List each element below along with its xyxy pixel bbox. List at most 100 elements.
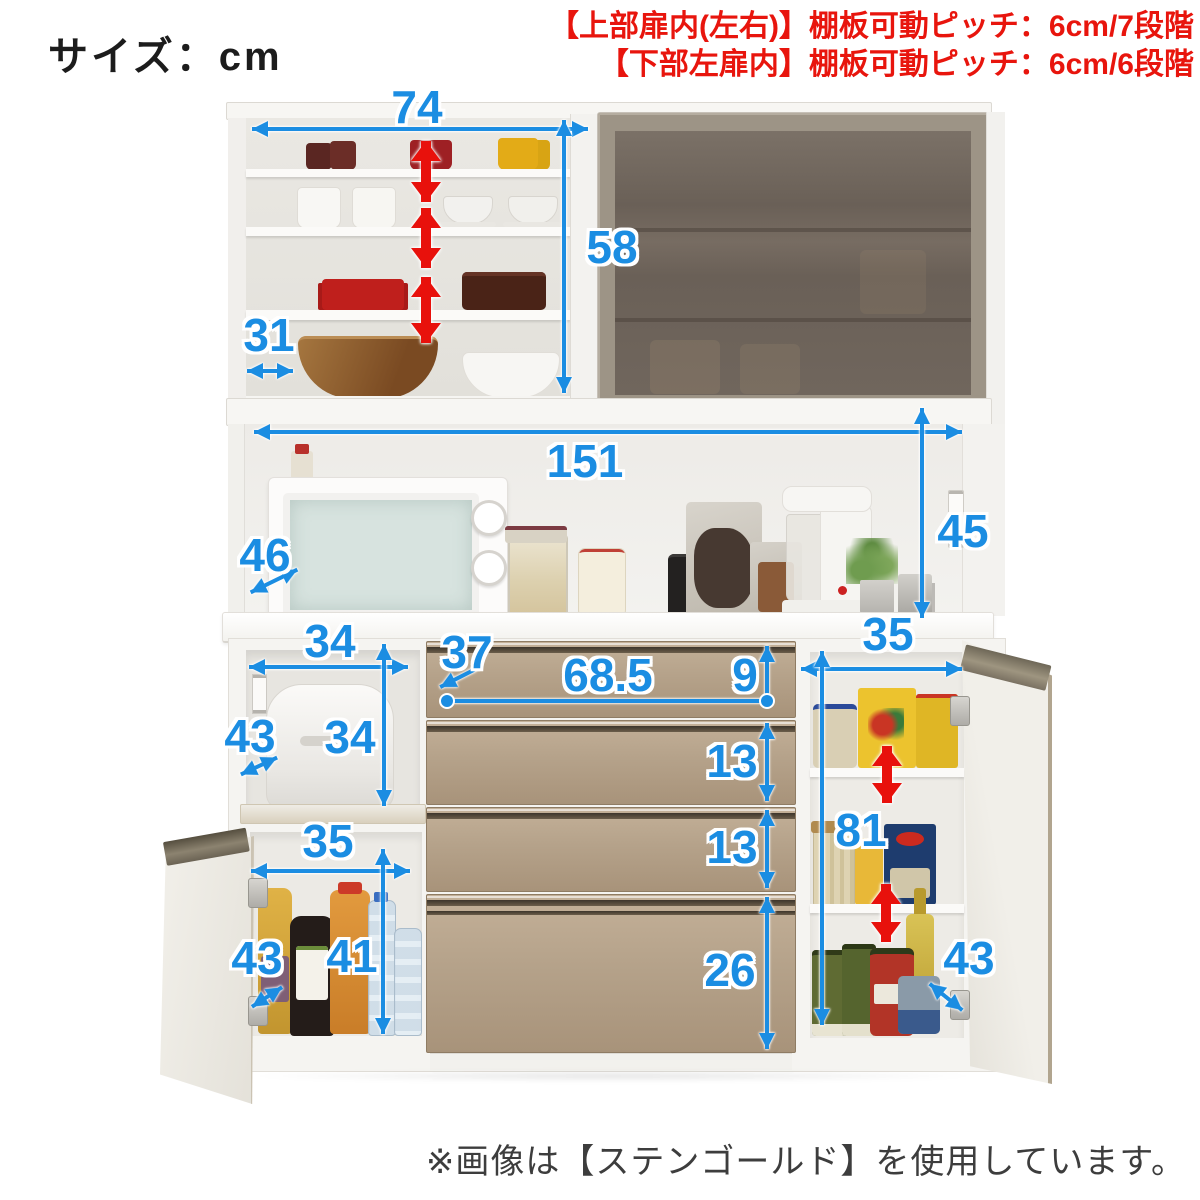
dim-label-31: 31	[243, 309, 295, 361]
orange-bottle	[330, 890, 370, 1034]
dim-label-34-height: 34	[324, 711, 376, 763]
microwave-window	[283, 493, 479, 617]
dim-arrow-45	[914, 408, 930, 618]
saucer	[438, 222, 496, 227]
shelf-pitch-arrow	[872, 746, 902, 803]
dim-arrow-74	[252, 121, 588, 137]
dim-label-68-5: 68.5	[563, 649, 653, 701]
color-variant-note: ※画像は【ステンゴールド】を使用しています。	[425, 1143, 1186, 1181]
dim-label-35-right: 35	[862, 608, 914, 660]
small-bottle-cap	[295, 444, 309, 454]
dim-arrow-34-height	[376, 644, 392, 806]
drawer-2	[426, 720, 796, 805]
dim-label-43-left-door: 43	[231, 932, 283, 984]
upper-shelf-1	[246, 169, 570, 177]
brown-cup	[306, 143, 332, 170]
dim-label-81: 81	[835, 804, 887, 856]
white-mug	[352, 187, 396, 229]
drawer-3	[426, 807, 796, 892]
oil-bottle-slim	[914, 888, 926, 920]
orange-bottle-cap	[338, 882, 362, 894]
small-bottle	[291, 451, 313, 483]
drawer-4	[426, 894, 796, 1053]
glass-jar	[508, 533, 568, 623]
slide-board	[240, 804, 426, 824]
dim-endpoint-dot	[441, 695, 453, 707]
dim-arrow-31	[247, 363, 293, 379]
drawer-1	[426, 641, 796, 718]
water-bottle	[394, 928, 422, 1036]
shelf-pitch-notes: 【上部扉内(左右)】棚板可動ピッチ：6cm/7段階 【下部左扉内】棚板可動ピッチ…	[549, 8, 1194, 84]
glass-jar-lid	[505, 526, 567, 543]
soy-sauce-label	[296, 946, 328, 1000]
red-cocotte-dish	[322, 279, 404, 310]
hutch-right-side-panel	[986, 112, 1005, 424]
coffee-maker-switch	[838, 586, 847, 595]
glass-inner-shelf-shadow	[615, 228, 971, 232]
dim-arrow-41	[375, 849, 391, 1034]
dim-label-43-slot: 43	[224, 710, 276, 762]
yellow-cup	[498, 138, 538, 170]
dim-label-13-drawer3: 13	[706, 821, 758, 873]
upper-shelf-3	[246, 310, 570, 320]
dim-label-151: 151	[546, 435, 624, 487]
glass-dish-silhouette	[650, 340, 720, 394]
glass-dish-silhouette	[860, 250, 926, 314]
dim-label-13-drawer2: 13	[706, 735, 758, 787]
left-door-open	[160, 836, 254, 1104]
dim-line-68-5	[447, 699, 767, 703]
microwave-knob	[471, 500, 507, 536]
saucer	[503, 222, 561, 227]
brown-stacked-dishes	[462, 272, 546, 310]
dim-label-41: 41	[326, 930, 378, 982]
kickboard	[430, 1053, 792, 1070]
plant-leaves	[846, 538, 898, 584]
shelf-pitch-arrow	[411, 277, 441, 343]
hutch-bottom-board	[226, 398, 992, 426]
dim-arrow-151	[254, 424, 962, 440]
plant-pot	[860, 580, 894, 616]
microwave-knob	[471, 550, 507, 586]
dim-arrow-13-drawer2	[759, 723, 775, 801]
pasta-box-logo	[896, 832, 924, 846]
glass-inner-shelf-shadow	[615, 318, 971, 322]
dim-label-34-width: 34	[304, 615, 356, 667]
white-mug	[297, 187, 341, 229]
hutch-left-side-panel	[228, 118, 247, 422]
dim-arrow-26	[759, 897, 775, 1049]
dim-label-9: 9	[732, 649, 758, 701]
shelf-pitch-arrow	[411, 208, 441, 268]
rice-cooker-latch	[300, 736, 340, 746]
floor-shadow	[240, 1070, 986, 1082]
cream-canister	[578, 548, 626, 620]
shelf-pitch-arrow	[871, 884, 901, 942]
sliding-door-smoked-glass	[615, 131, 971, 395]
dim-arrow-13-drawer3	[759, 810, 775, 888]
coffee-bean-bag-contents	[694, 528, 754, 608]
counter-left-side-panel	[228, 424, 245, 614]
dim-arrow-35-left-door	[251, 863, 410, 879]
dim-label-46: 46	[239, 529, 291, 581]
dim-arrow-35-right-door	[801, 661, 962, 677]
right-door-open	[962, 640, 1052, 1084]
dim-arrow-34-width	[249, 659, 408, 675]
dim-arrow-9	[759, 646, 775, 701]
dim-label-37: 37	[441, 626, 493, 678]
dim-arrow-58	[556, 120, 572, 393]
dim-label-58: 58	[586, 221, 638, 273]
dim-arrow-81	[814, 651, 830, 1025]
rice-cooker	[266, 684, 394, 810]
dim-label-43-right-door: 43	[943, 932, 995, 984]
glass-dish-silhouette	[740, 344, 800, 394]
brown-cup	[330, 141, 356, 170]
slot-power-outlet	[252, 674, 267, 714]
size-unit-label: サイズ：cm	[48, 35, 283, 79]
dim-endpoint-dot	[761, 695, 773, 707]
wooden-bowl	[298, 336, 438, 399]
upper-shelf-2	[246, 227, 570, 236]
dim-label-45: 45	[937, 505, 989, 557]
power-outlet	[948, 490, 964, 548]
coffee-maker-lid	[782, 486, 872, 512]
shelf-pitch-note-upper: 【上部扉内(左右)】棚板可動ピッチ：6cm/7段階	[548, 10, 1194, 43]
